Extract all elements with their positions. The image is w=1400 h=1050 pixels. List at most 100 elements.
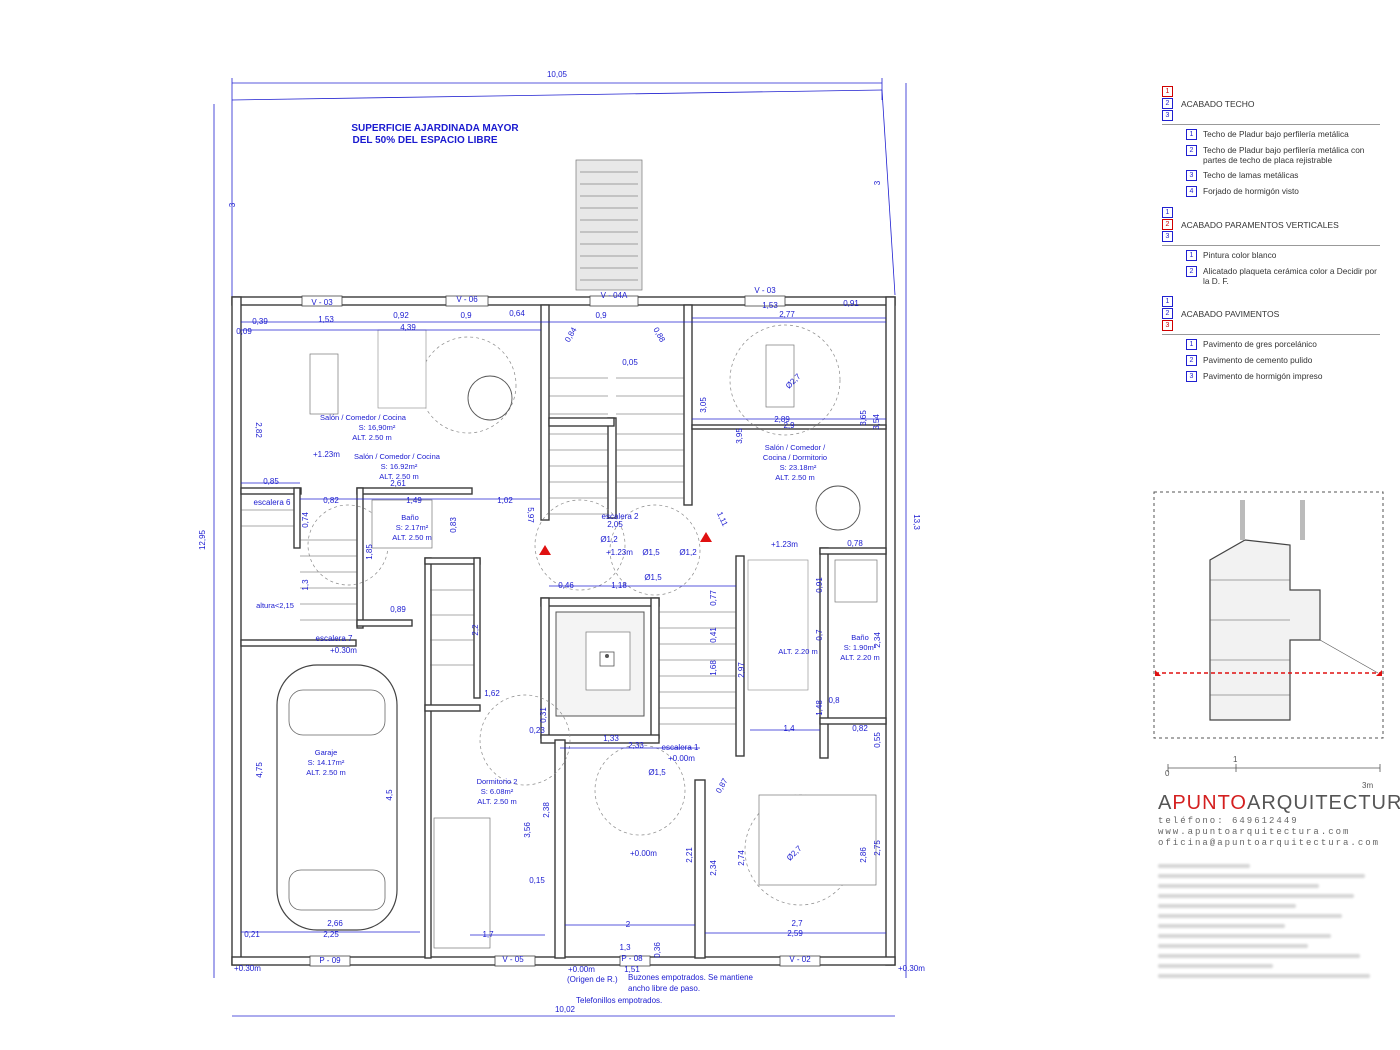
label-escalera7: escalera 7 <box>316 634 353 643</box>
legend-group-title: ACABADO TECHO <box>1181 99 1255 109</box>
legend-item-text: Techo de lamas metálicas <box>1203 170 1299 180</box>
legend-item-text: Forjado de hormigón visto <box>1203 186 1299 196</box>
window-v03-left: V - 03 <box>311 298 333 307</box>
interior-dimension-lines <box>241 317 886 936</box>
dim-value: Ø1,5 <box>642 548 660 557</box>
legend-code-box: 2 <box>1162 219 1173 230</box>
legend-code-box: 3 <box>1162 231 1173 242</box>
dim-value: 2,61 <box>390 479 406 488</box>
brand-phone: teléfono: 649612449 <box>1158 816 1299 826</box>
level-000-b: +0.00m <box>630 849 657 858</box>
dim-value: 0,46 <box>558 581 574 590</box>
dim-value: 0,64 <box>509 309 525 318</box>
garden-area: SUPERFICIE AJARDINADA MAYOR DEL 50% DEL … <box>231 89 896 300</box>
dim-value: 0,78 <box>847 539 863 548</box>
dim-value: 2,7 <box>791 919 803 928</box>
legend-item-number: 3 <box>1186 170 1197 181</box>
brand-name-a: A <box>1158 792 1173 814</box>
studio-brand: APUNTOARQUITECTURA teléfono: 649612449 w… <box>1158 792 1400 848</box>
room-dorm2-alt: ALT. 2.50 m <box>477 797 516 806</box>
room-garaje-area: S: 14.17m² <box>308 758 345 767</box>
dim-value: 0,31 <box>539 707 548 723</box>
room-salon1-alt: ALT. 2.50 m <box>352 433 391 442</box>
dim-value: 2,59 <box>787 929 803 938</box>
room-bano1-name: Baño <box>401 513 419 522</box>
dim-value: 0,55 <box>873 732 882 748</box>
exterior-ramp <box>575 159 643 291</box>
level-030-c: +0.30m <box>898 964 925 973</box>
legend-code-box: 3 <box>1162 320 1173 331</box>
room-salon1-area: S: 16,90m² <box>359 423 396 432</box>
legend-item-number: 3 <box>1186 371 1197 382</box>
dim-value: 2,34 <box>873 632 882 648</box>
dim-value: 0,8 <box>828 696 840 705</box>
label-escalera2: escalera 2 <box>602 512 639 521</box>
dim-value: 2,05 <box>607 520 623 529</box>
dim-value: Ø1,5 <box>648 768 666 777</box>
dim-value: 0,88 <box>651 326 667 344</box>
room-salon3-alt: ALT. 2.50 m <box>775 473 814 482</box>
dim-value: 0,39 <box>252 317 268 326</box>
dim-value: 2,77 <box>779 310 795 319</box>
dim-total-top: 10,05 <box>547 70 568 79</box>
dim-value: 2,33 <box>628 741 644 750</box>
brand-name: APUNTOARQUITECTURA <box>1158 792 1400 815</box>
scale-three: 3m <box>1362 781 1373 790</box>
dim-value: 3,05 <box>699 397 708 413</box>
level-030-b: +0.30m <box>234 964 261 973</box>
level-123-c: +1.23m <box>771 540 798 549</box>
dim-value: 4,75 <box>255 762 264 778</box>
stair-labels: escalera 2 escalera 6 escalera 7 escaler… <box>254 498 699 752</box>
dim-total-right: 13,3 <box>912 514 921 530</box>
dim-value: 0,23 <box>529 726 545 735</box>
dim-value: Ø1,2 <box>679 548 697 557</box>
dim-value: 1,18 <box>611 581 627 590</box>
dim-value: 0,09 <box>236 327 252 336</box>
dim-value: 0,77 <box>709 590 718 606</box>
legend-item-number: 1 <box>1186 129 1197 140</box>
legend-item-number: 2 <box>1186 355 1197 366</box>
legend-item-text: Pavimento de gres porcelánico <box>1203 339 1317 349</box>
dim-value: 1,33 <box>603 734 619 743</box>
legend-item-text: Alicatado plaqueta cerámica color a Deci… <box>1203 266 1377 286</box>
level-030-a: +0.30m <box>330 646 357 655</box>
room-alt220: ALT. 2.20 m <box>778 647 817 656</box>
dim-value: 3,65 <box>859 410 868 426</box>
exterior-walls <box>231 295 896 967</box>
dim-value: 2,86 <box>859 847 868 863</box>
room-salon3-name: Salón / Comedor / <box>765 443 826 452</box>
legend-code-box: 2 <box>1162 98 1173 109</box>
window-v02: V - 02 <box>789 955 811 964</box>
overall-dimensions: 10,05 10,02 12,95 13,3 3 3 <box>198 70 921 1017</box>
room-bano2-area: S: 1.90m² <box>844 643 877 652</box>
legend-item-text: Pavimento de cemento pulido <box>1203 355 1313 365</box>
dim-total-bottom: 10,02 <box>555 1005 576 1014</box>
legend-item-number: 1 <box>1186 250 1197 261</box>
legend-item: 3 Techo de lamas metálicas <box>1186 170 1380 181</box>
dim-value: 1,53 <box>762 301 778 310</box>
dim-value: 0,7 <box>815 629 824 641</box>
dim-value: 2,9 <box>783 421 795 430</box>
title-block-redacted <box>1158 858 1388 1018</box>
dim-value: 0,9 <box>595 311 607 320</box>
elevator <box>555 611 645 717</box>
window-v05: V - 05 <box>502 955 524 964</box>
dim-value: 0,21 <box>244 930 260 939</box>
dim-value: 2,66 <box>327 919 343 928</box>
legend-code-box: 2 <box>1162 308 1173 319</box>
legend-group-title: ACABADO PAVIMENTOS <box>1181 309 1280 319</box>
dim-value: Ø1,5 <box>644 573 662 582</box>
dim-value: 0,41 <box>709 627 718 643</box>
dim-value: 1,4 <box>783 724 795 733</box>
room-bano2-alt: ALT. 2.20 m <box>840 653 879 662</box>
legend-code-box: 1 <box>1162 207 1173 218</box>
brand-web: www.apuntoarquitectura.com <box>1158 827 1351 837</box>
brand-name-b: PUNTO <box>1172 792 1247 814</box>
